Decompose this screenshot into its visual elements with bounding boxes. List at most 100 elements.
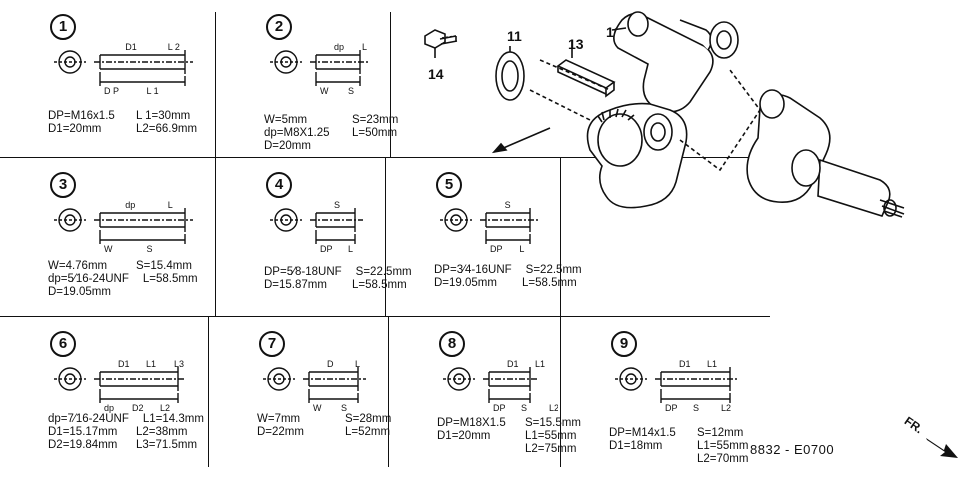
spec-value: S=22.5mm [355,266,412,278]
spec-value [609,453,683,466]
dimension-label: L1 [146,359,156,369]
bolt-14-icon [424,29,458,58]
dimension-label: L1 [707,359,717,369]
crankshaft-exploded-view [424,11,905,218]
dimension-label: W [313,403,322,413]
dimension-label: D1 [679,359,691,369]
dimension-label: D [327,359,334,369]
panel-number: 8 [439,331,465,357]
dimension-label: S [341,403,347,413]
front-arrow-icon [926,438,958,458]
shaft-end-drawing: W D S L [263,359,366,413]
dimension-label: L3 [174,359,184,369]
spec-value: S=12mm [697,427,744,439]
part-label-11: 11 [507,28,522,44]
spec-row: dp=7⁄16-24UNF L1=14.3mm [48,413,217,426]
key-13-icon [556,40,616,98]
spec-value: L1=55mm [525,430,577,442]
dimension-label: S [521,403,527,413]
spec-value: DP=3⁄4-16UNF [434,264,512,276]
dimension-label: dp [334,42,344,52]
spec-row: DP=3⁄4-16UNF S=22.5mm [434,264,600,277]
spec-row: DP=M14x1.5 S=12mm [609,427,771,440]
dimension-label: D P [104,86,119,96]
spec-row: W=7mm S=28mm [257,413,419,426]
divider-line [385,158,386,316]
dimension-label: W [104,244,113,254]
dimension-label: DP [320,244,333,254]
crank-lower-icon [746,89,905,218]
dimension-label: S [693,403,699,413]
divider-line [215,158,216,316]
dimension-label: L [519,244,524,254]
panel-number: 2 [266,14,292,40]
divider-line [0,157,770,158]
spec-value: D=15.87mm [264,279,327,291]
spec-value: L 1=30mm [136,110,191,122]
dimension-label: S [147,244,153,254]
spec-value: L=58.5mm [522,277,577,289]
part-label-14: 14 [428,66,444,82]
spec-value: D1=20mm [437,430,491,442]
dimension-label: L 2 [168,42,180,52]
spec-value: L2=70mm [697,453,749,465]
spec-value [437,443,511,456]
spec-value: D1=18mm [609,440,663,452]
spec-value: dp=5⁄16-24UNF [48,273,129,285]
spec-value: S=28mm [345,413,392,425]
dimension-label: D2 [132,403,144,413]
dimension-label: DP [665,403,678,413]
spec-value [136,286,210,299]
spec-row: D=15.87mm L=58.5mm [264,279,430,292]
dimension-label: L [168,200,173,210]
spec-value: DP=M14x1.5 [609,427,676,439]
spec-value: dp=7⁄16-24UNF [48,413,129,425]
dimension-label: L [362,42,367,52]
dimension-label: L1 [535,359,545,369]
dimension-label: L 1 [147,86,159,96]
spec-row: D=19.05mm [48,286,217,299]
dimension-label: L2 [721,403,731,413]
spec-value: L2=38mm [136,426,188,438]
crank-middle-icon [586,102,688,209]
spec-value: D=19.05mm [48,286,111,298]
spec-value: S=15.4mm [136,260,192,272]
divider-line [560,317,561,467]
divider-line [0,316,770,317]
spec-value: W=7mm [257,413,301,425]
crank-10-icon [611,11,739,113]
dimension-label: L [348,244,353,254]
drawing-code: 8832 - E0700 [750,442,835,457]
spec-value: W=4.76mm [48,260,108,272]
spec-value: W=5mm [264,114,308,126]
dimension-label: L [355,359,360,369]
spec-value: S=15.5mm [525,417,581,429]
spec-value: D1=15.17mm [48,426,118,438]
dimension-label: DP [493,403,506,413]
spec-value: S=22.5mm [525,264,582,276]
spec-value: L1=14.3mm [142,413,204,425]
spec-value: L=58.5mm [352,279,407,291]
panel-number: 9 [611,331,637,357]
spec-value [352,140,426,153]
